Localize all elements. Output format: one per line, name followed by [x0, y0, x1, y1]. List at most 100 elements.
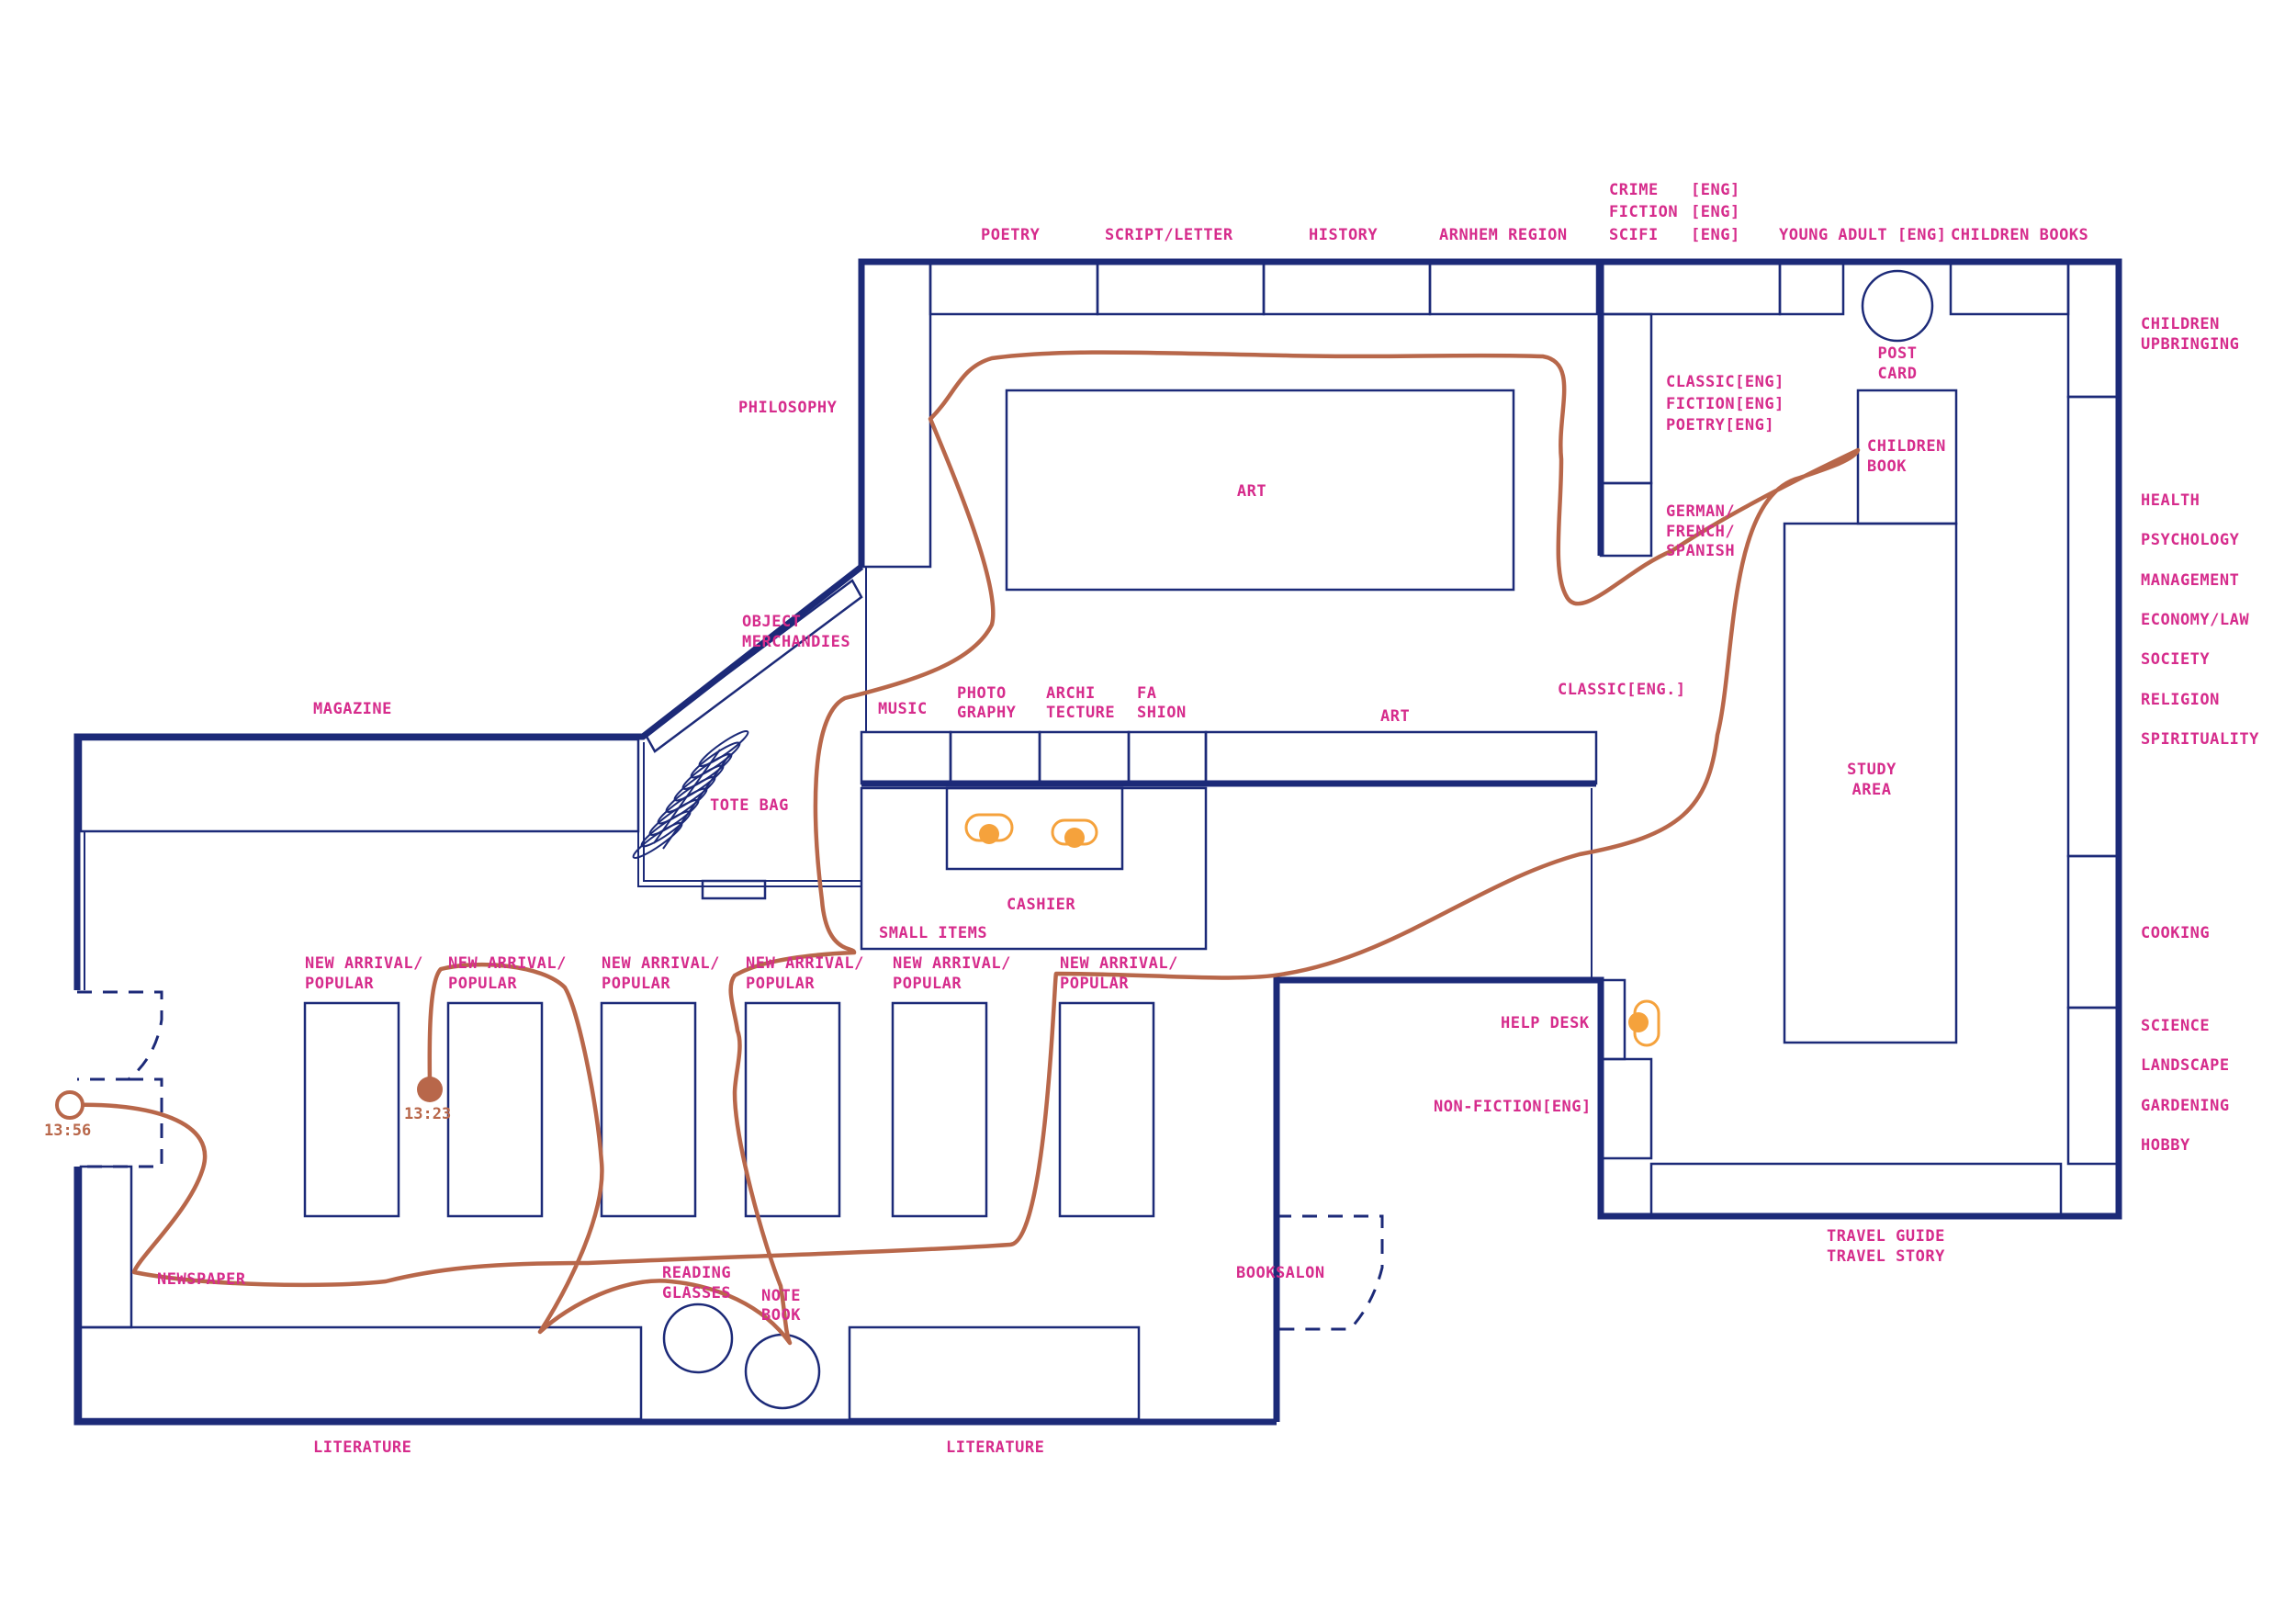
label-new-arrival-6: NEW ARRIVAL/ [1060, 954, 1178, 973]
label-tote-bag: TOTE BAG [710, 796, 789, 815]
cashier-desk [945, 786, 1124, 871]
label-new-arrival-2: NEW ARRIVAL/ [448, 954, 567, 973]
table-new-arrival-4 [744, 1001, 841, 1218]
label-tecture: TECTURE [1046, 704, 1115, 722]
shelf-philosophy [860, 260, 932, 569]
route-end-time: 13:23 [404, 1105, 451, 1123]
table-new-arrival-1 [303, 1001, 400, 1218]
shelf-music [860, 730, 952, 785]
label-cashier: CASHIER [1007, 896, 1075, 914]
label-small-items: SMALL ITEMS [879, 924, 987, 942]
shelf-arnhem-region [1428, 260, 1599, 316]
booksalon-door [1277, 1214, 1384, 1331]
table-study-area [1783, 522, 1958, 1044]
label-shion: SHION [1137, 704, 1187, 722]
shelf-cooking [2066, 854, 2121, 1009]
note-book-stand [744, 1333, 821, 1410]
label-graphy: GRAPHY [957, 704, 1017, 722]
route-end-marker [417, 1077, 443, 1102]
label-new-arrival-4: NEW ARRIVAL/ [746, 954, 864, 973]
entrance-door-left [77, 990, 163, 1081]
visitor-route [67, 350, 1861, 1346]
label-non-fiction-eng: NON-FICTION[ENG] [1434, 1098, 1592, 1116]
shelf-non-fiction [1599, 1057, 1653, 1160]
shelf-object-merchandise [644, 579, 863, 753]
label-magazine: MAGAZINE [313, 700, 392, 718]
label-history: HISTORY [1309, 226, 1378, 244]
label-arnhem-region: ARNHEM REGION [1439, 226, 1568, 244]
shelf-travel [1649, 1162, 2063, 1218]
label-psychology: PSYCHOLOGY [2141, 531, 2240, 549]
label-archi: ARCHI [1046, 684, 1096, 703]
label-reading: READING [662, 1264, 731, 1282]
shelves [79, 260, 2121, 1421]
table-art [1005, 389, 1515, 592]
label-children-book-1: CHILDREN [1867, 437, 1946, 456]
label-fiction-eng: [ENG] [1691, 203, 1740, 221]
shelf-art-strip [1204, 730, 1598, 785]
label-popular-3: POPULAR [602, 975, 670, 993]
label-travel-guide: TRAVEL GUIDE [1827, 1227, 1945, 1246]
post-card-stand [1861, 269, 1934, 343]
shelf-health-spirituality [2066, 395, 2121, 858]
label-french: FRENCH/ [1666, 523, 1735, 541]
table-new-arrival-3 [600, 1001, 697, 1218]
label-popular-4: POPULAR [746, 975, 815, 993]
label-poetry: POETRY [981, 226, 1041, 244]
label-photo: PHOTO [957, 684, 1007, 703]
shelf-script-letter [1096, 260, 1266, 316]
label-science: SCIENCE [2141, 1017, 2210, 1035]
label-popular-2: POPULAR [448, 975, 517, 993]
label-poetry-eng: POETRY[ENG] [1666, 416, 1774, 434]
label-management: MANAGEMENT [2141, 571, 2239, 590]
label-children-books: CHILDREN BOOKS [1951, 226, 2088, 244]
route-start-time: 13:56 [44, 1122, 91, 1140]
label-fa: FA [1137, 684, 1156, 703]
label-merchandies: MERCHANDIES [742, 633, 850, 651]
label-german: GERMAN/ [1666, 502, 1735, 521]
help-desk-counter [1599, 978, 1626, 1061]
label-scifi-eng: [ENG] [1691, 226, 1740, 244]
label-study: STUDY [1847, 761, 1896, 779]
label-script-letter: SCRIPT/LETTER [1105, 226, 1233, 244]
labels: POETRY SCRIPT/LETTER HISTORY ARNHEM REGI… [157, 181, 2259, 1457]
label-book: BOOK [761, 1306, 801, 1325]
shelf-classic-eng [1599, 312, 1653, 485]
tote-bag-loop [698, 729, 749, 768]
help-desk-seat [1628, 999, 1660, 1047]
shelf-science-hobby [2066, 1006, 2121, 1166]
label-society: SOCIETY [2141, 650, 2210, 669]
label-classic-eng-dot: CLASSIC[ENG.] [1558, 681, 1686, 699]
label-note: NOTE [761, 1287, 801, 1305]
label-glasses: GLASSES [662, 1284, 731, 1303]
label-philosophy: PHILOSOPHY [738, 399, 838, 417]
label-new-arrival-1: NEW ARRIVAL/ [305, 954, 423, 973]
label-art-strip: ART [1380, 707, 1410, 726]
label-spanish: SPANISH [1666, 542, 1735, 560]
label-fiction-eng-2: FICTION[ENG] [1666, 395, 1784, 413]
label-gardening: GARDENING [2141, 1097, 2230, 1115]
label-popular-6: POPULAR [1060, 975, 1129, 993]
label-popular-5: POPULAR [893, 975, 962, 993]
label-literature-left: LITERATURE [313, 1438, 411, 1457]
cashier-seat-1 [964, 813, 1014, 844]
reading-glasses-stand [662, 1303, 734, 1374]
label-post-card-2: CARD [1878, 365, 1918, 383]
label-landscape: LANDSCAPE [2141, 1056, 2230, 1075]
label-spirituality: SPIRITUALITY [2141, 730, 2259, 749]
shelf-young-adult [1778, 260, 1845, 316]
shelf-crime [1599, 260, 1782, 316]
tote-bag-area-outline [637, 737, 861, 887]
table-new-arrival-2 [446, 1001, 544, 1218]
shelf-children-books-top [1949, 260, 2070, 316]
label-hobby: HOBBY [2141, 1136, 2190, 1155]
label-religion: RELIGION [2141, 691, 2220, 709]
shelf-magazine [79, 738, 640, 833]
label-classic-eng: CLASSIC[ENG] [1666, 373, 1784, 391]
label-help-desk: HELP DESK [1501, 1014, 1590, 1032]
outer-walls [73, 258, 2122, 1426]
label-crime-eng: [ENG] [1691, 181, 1740, 199]
route-start-marker [55, 1090, 84, 1120]
shelf-poetry [929, 260, 1099, 316]
